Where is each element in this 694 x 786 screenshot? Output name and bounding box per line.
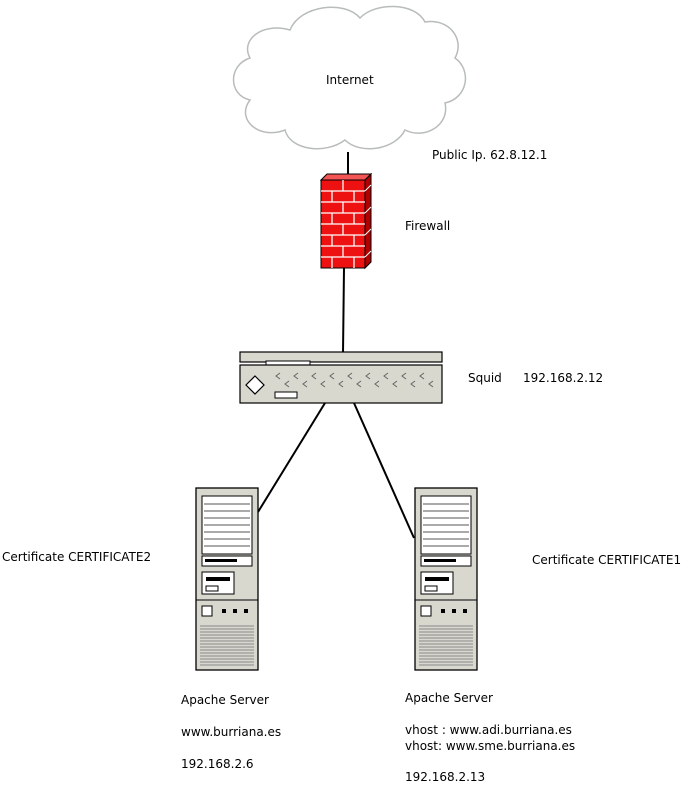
server-right-vhost-2: vhost: www.sme.burriana.es [405,739,576,753]
firewall-icon [319,172,373,270]
link-firewall-squid [342,267,345,354]
squid-ip-label: 192.168.2.12 [523,371,604,385]
certificate-left-label: Certificate CERTIFICATE2 [2,550,152,564]
squid-proxy-icon [239,351,443,404]
server-left-host: www.burriana.es [181,725,282,739]
server-right-vhost-1: vhost : www.adi.burriana.es [405,723,572,737]
link-squid-server-left [257,402,326,513]
server-right-ip: 192.168.2.13 [405,770,486,784]
server-right-icon [414,487,478,671]
server-left-title: Apache Server [181,693,269,707]
squid-label: Squid [468,371,502,385]
public-ip-label: Public Ip. 62.8.12.1 [432,148,548,162]
server-left-ip: 192.168.2.6 [181,757,254,771]
firewall-label: Firewall [405,219,451,233]
internet-label: Internet [326,73,374,87]
link-squid-server-right [353,402,415,539]
server-right-title: Apache Server [405,691,493,705]
server-left-icon [195,487,259,671]
certificate-right-label: Certificate CERTIFICATE1 [532,553,682,567]
internet-cloud-icon [232,5,467,150]
